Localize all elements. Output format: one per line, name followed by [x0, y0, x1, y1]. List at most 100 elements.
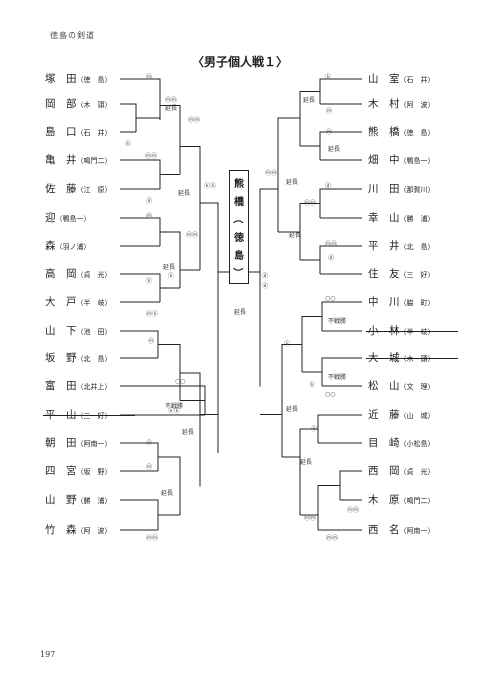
bracket-line: [248, 271, 261, 316]
left-player: 森（羽ノ浦）: [45, 240, 91, 253]
champion-char: 島: [234, 251, 244, 262]
player-name: 山 室: [368, 73, 400, 85]
right-player: 住 友（三 好）: [368, 268, 435, 281]
left-player: 竹 森（阿 波）: [45, 524, 112, 537]
player-affiliation: （勝 浦）: [399, 215, 435, 223]
match-note: ⓚ: [309, 382, 316, 389]
right-player: 西 岡（貞 光）: [368, 465, 435, 478]
player-name: 迎: [45, 212, 56, 224]
player-affiliation: （江 原）: [76, 186, 112, 194]
player-name: 近 藤: [368, 409, 400, 421]
match-note: ⓜⓚ: [146, 311, 159, 318]
player-affiliation: （石 井）: [76, 129, 112, 137]
match-note: 延長: [234, 309, 247, 316]
match-note: ○○: [325, 295, 336, 302]
left-player: 島 口（石 井）: [45, 126, 112, 139]
bracket-line: [160, 231, 181, 288]
match-note: ○○: [325, 391, 336, 398]
player-affiliation: （阿 波）: [399, 101, 435, 109]
right-player: 松 山（文 理）: [368, 380, 435, 393]
match-note: ⓓ: [146, 198, 153, 205]
left-player: 佐 藤（江 原）: [45, 183, 112, 196]
player-affiliation: （半 岐）: [76, 299, 112, 307]
match-note: ⓜ: [326, 108, 333, 115]
bracket-line: [319, 188, 362, 218]
player-affiliation: （石 井）: [399, 76, 435, 84]
match-note: ⓚⓚ: [168, 408, 181, 415]
player-name: 中 川: [368, 296, 400, 308]
player-name: 幸 山: [368, 212, 400, 224]
match-note: ⓚ: [168, 273, 175, 280]
left-player: 山 野（勝 浦）: [45, 494, 112, 507]
match-note: 不戦勝: [328, 318, 347, 325]
bracket-line: [299, 91, 320, 146]
player-affiliation: （坂 野）: [76, 468, 112, 476]
strikethrough-line: [43, 415, 135, 416]
bracket-line: [158, 344, 181, 401]
bracket-line: [120, 78, 161, 120]
champion-char: 徳: [234, 233, 244, 244]
match-note: 延長: [286, 179, 299, 186]
left-player: 朝 田（阿南一）: [45, 437, 112, 450]
right-player: 畑 中（鴨島一）: [368, 154, 435, 167]
player-affiliation: （阿南一）: [399, 527, 435, 535]
player-name: 亀 井: [45, 154, 77, 166]
player-affiliation: （小松島）: [399, 440, 435, 448]
left-player: 迎（鴨島一）: [45, 212, 91, 225]
match-note: ⓜ: [146, 213, 153, 220]
match-note: ⓜⓜ: [304, 200, 317, 207]
player-affiliation: （貞 光）: [76, 271, 112, 279]
player-affiliation: （鴨島一）: [399, 157, 435, 165]
player-affiliation: （半 岐）: [399, 328, 435, 336]
bracket-line: [319, 245, 362, 274]
player-affiliation: （鴨島一）: [55, 215, 91, 223]
match-note: 延長: [182, 429, 195, 436]
match-note: ⓓ: [262, 273, 269, 280]
left-player: 岡 部（木 頭）: [45, 98, 112, 111]
match-note: ⓚⓚ: [204, 183, 217, 190]
player-name: 西 岡: [368, 465, 400, 477]
player-name: 岡 部: [45, 98, 77, 110]
left-player: 大 戸（半 岐）: [45, 296, 112, 309]
player-name: 目 崎: [368, 437, 400, 449]
bracket-line: [339, 470, 362, 500]
book-header: 徳島の剣道: [50, 31, 95, 40]
player-affiliation: （文 理）: [399, 383, 435, 391]
match-note: ⓜⓜ: [325, 241, 338, 248]
champion-char: 熊: [234, 179, 244, 190]
player-name: 木 村: [368, 98, 400, 110]
player-name: 西 名: [368, 524, 400, 536]
player-name: 島 口: [45, 126, 77, 138]
left-player: 塚 田（徳 島）: [45, 73, 112, 86]
player-name: 松 山: [368, 380, 400, 392]
player-name: 山 野: [45, 494, 77, 506]
right-player: 目 崎（小松島）: [368, 437, 435, 450]
player-affiliation: （脇 町）: [399, 299, 435, 307]
bracket-line: [317, 485, 340, 530]
match-note: ⓚ: [125, 141, 132, 148]
match-note: 延長: [165, 105, 178, 112]
bracket-line: [321, 357, 362, 386]
player-name: 住 友: [368, 268, 400, 280]
champion-char: （: [231, 213, 243, 224]
bracket-line: [120, 217, 161, 246]
match-note: 不戦勝: [165, 403, 184, 410]
match-note: ⓜⓜ: [145, 153, 158, 160]
strikethrough-line: [366, 358, 458, 359]
right-player: 平 井（北 島）: [368, 240, 435, 253]
right-player: 木 村（阿 波）: [368, 98, 435, 111]
right-player: 山 室（石 井）: [368, 73, 435, 86]
player-name: 塚 田: [45, 73, 77, 85]
left-player: 山 下（池 田）: [45, 325, 112, 338]
match-note: 延長: [161, 490, 174, 497]
player-affiliation: （徳 島）: [76, 76, 112, 84]
player-name: 木 原: [368, 494, 400, 506]
right-player: 西 名（阿南一）: [368, 524, 435, 537]
player-name: 竹 森: [45, 524, 77, 536]
left-player: 富 田（北井上）: [45, 380, 112, 393]
bracket-line: [281, 344, 302, 457]
champion-char: ）: [231, 267, 243, 278]
player-name: 熊 橋: [368, 126, 400, 138]
player-name: 富 田: [45, 380, 77, 392]
